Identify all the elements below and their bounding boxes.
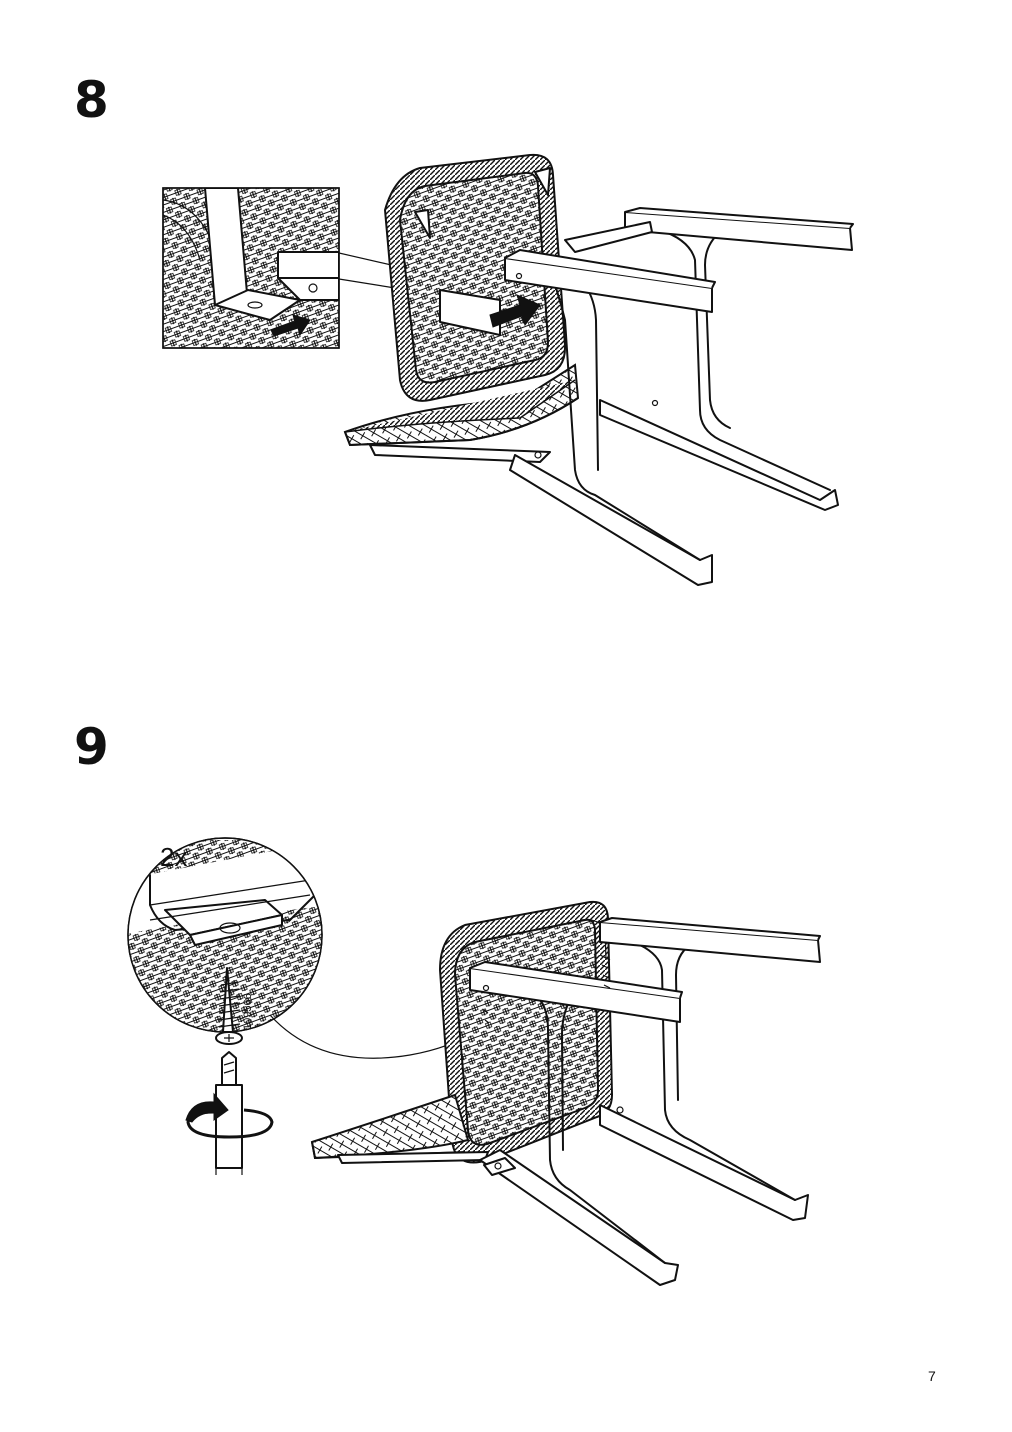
chair-backrest	[383, 153, 567, 402]
arrow-icon	[270, 314, 311, 337]
chair-seat	[343, 363, 580, 447]
step8-crossbar	[439, 289, 541, 336]
page-number: 7	[928, 1368, 936, 1384]
step-number-9: 9	[74, 718, 109, 776]
part-number-label: 109566	[242, 993, 254, 1030]
step8-detail-inset	[162, 187, 340, 349]
step-number-8: 8	[74, 71, 109, 129]
quantity-label: 2x	[160, 842, 187, 872]
arrow-icon	[489, 294, 541, 328]
chair-frame	[337, 917, 821, 1286]
step9-illustration: 2x 109566	[127, 837, 821, 1286]
rotate-icon	[185, 1092, 274, 1139]
chair-backrest	[438, 900, 614, 1164]
screw-icon	[215, 967, 243, 1045]
chair-seat	[310, 1093, 470, 1160]
chair-frame	[369, 207, 854, 586]
step8-illustration	[162, 153, 854, 586]
step9-detail-circle: 2x 109566	[127, 837, 323, 1045]
